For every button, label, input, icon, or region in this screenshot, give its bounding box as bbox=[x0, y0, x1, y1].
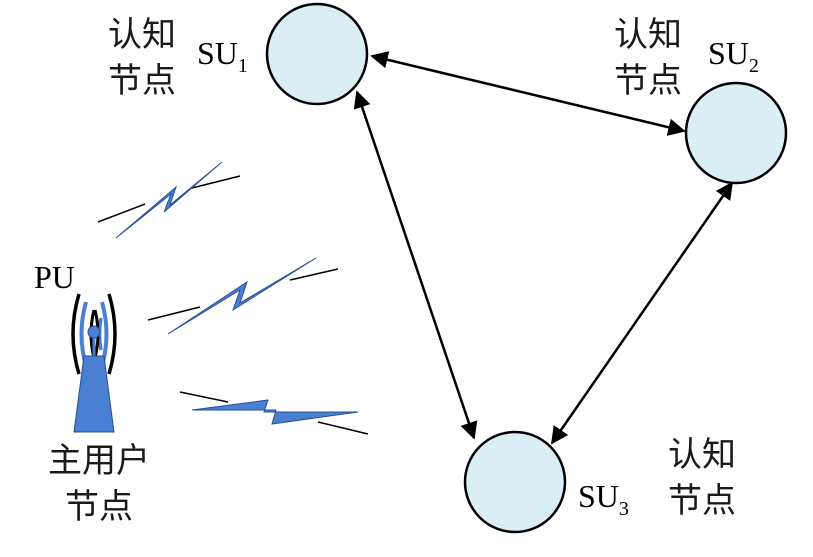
link-su1-su2 bbox=[370, 51, 686, 136]
su3-caption-line2: 节点 bbox=[668, 481, 736, 521]
su3-caption-line1: 认知 bbox=[668, 435, 736, 475]
su3-label: SU3 bbox=[578, 478, 629, 520]
pu-caption-line1: 主用户 bbox=[48, 441, 150, 481]
lightning-bolt-icon bbox=[147, 257, 339, 335]
link-su1-su3 bbox=[353, 90, 478, 440]
link-su2-su3 bbox=[550, 181, 734, 445]
lightning-bolt-icon bbox=[179, 391, 369, 435]
su2-label: SU2 bbox=[708, 35, 759, 77]
su2-caption-line2: 节点 bbox=[614, 61, 682, 101]
su1-caption-line2: 节点 bbox=[108, 61, 176, 101]
su3-node bbox=[463, 430, 567, 534]
su2-caption-line1: 认知 bbox=[614, 15, 682, 55]
su2-node bbox=[684, 81, 788, 185]
su1-node bbox=[265, 2, 369, 106]
su1-caption-line1: 认知 bbox=[108, 15, 176, 55]
lightning-bolt-icon bbox=[97, 161, 241, 239]
antenna-tower-icon bbox=[71, 293, 117, 433]
pu-caption-line2: 节点 bbox=[65, 487, 133, 527]
pu-label: PU bbox=[34, 259, 75, 295]
su1-label: SU1 bbox=[197, 35, 248, 77]
